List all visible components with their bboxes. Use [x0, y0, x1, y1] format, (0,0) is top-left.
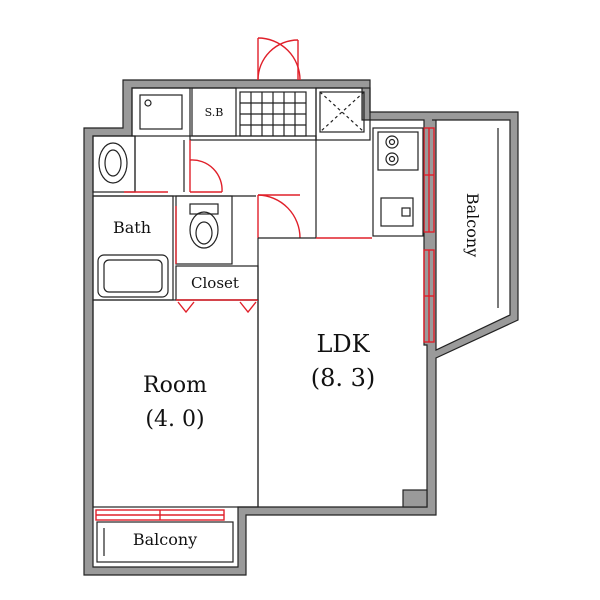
balcony-bottom — [96, 521, 234, 563]
ldk-label: LDK — [316, 330, 370, 358]
room-size: (4. 0) — [145, 407, 204, 432]
bath-room — [92, 195, 174, 301]
shower-tray — [139, 94, 183, 130]
toilet-tank — [189, 203, 219, 215]
kitchen-counter — [372, 127, 424, 237]
bathtub — [97, 254, 169, 298]
entrance-door — [257, 37, 301, 81]
burner-icon — [385, 135, 399, 149]
sb-label: S.B — [205, 106, 224, 119]
balcony-right-label: Balcony — [463, 193, 482, 257]
stove — [377, 131, 419, 171]
kitchen-sink — [380, 197, 414, 227]
balcony-bottom-label: Balcony — [133, 530, 197, 549]
fridge — [319, 91, 365, 133]
burner-icon — [385, 152, 399, 166]
balcony-right — [432, 119, 511, 351]
washroom-door — [189, 140, 223, 193]
room-label: Room — [143, 373, 207, 398]
entrance-tiles — [240, 92, 306, 136]
ldk-door — [257, 194, 301, 239]
ldk-size: (8. 3) — [311, 364, 376, 392]
shower — [131, 87, 191, 137]
interior-floor — [92, 87, 428, 568]
toilet-icon — [189, 211, 219, 249]
column — [402, 489, 428, 508]
bath-label: Bath — [113, 218, 151, 237]
closet-label: Closet — [191, 274, 239, 292]
washbasin — [98, 142, 128, 184]
